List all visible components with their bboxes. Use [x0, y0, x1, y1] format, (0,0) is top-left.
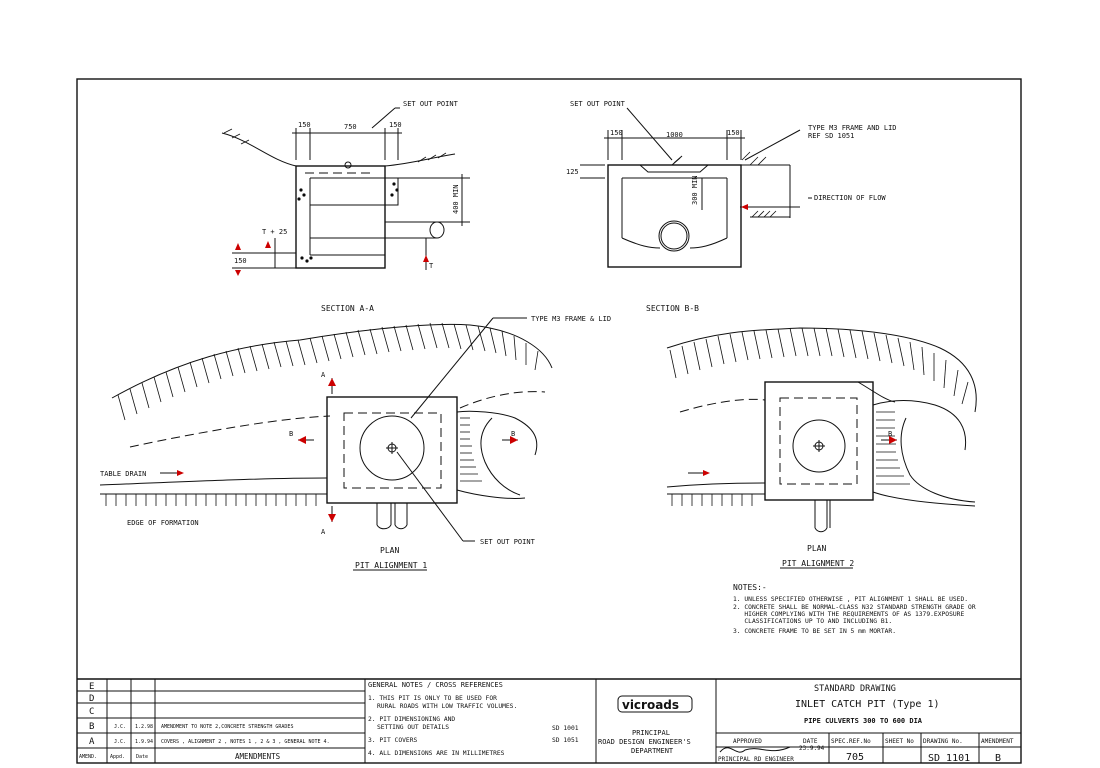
general-note: RURAL ROADS WITH LOW TRAFFIC VOLUMES. — [377, 703, 517, 710]
drawing-title: INLET CATCH PIT (Type 1) — [795, 699, 940, 710]
standard-drawing-label: STANDARD DRAWING — [814, 684, 896, 694]
general-note: 4. ALL DIMENSIONS ARE IN MILLIMETRES — [368, 750, 505, 757]
general-note: 2. PIT DIMENSIONING AND — [368, 716, 455, 723]
general-note-ref: SD 1001 — [552, 725, 579, 732]
section-marker: B — [888, 430, 892, 438]
approved-role: PRINCIPAL RD ENGINEER — [718, 756, 794, 763]
note-line: 1. UNLESS SPECIFIED OTHERWISE , PIT ALIG… — [733, 596, 968, 603]
amend-appd: J.C. — [114, 724, 126, 730]
dim-label: 150 — [234, 257, 247, 265]
drawing-no-value: SD 1101 — [928, 753, 970, 764]
dim-label: 150 — [389, 121, 402, 129]
dim-label: 150 — [298, 121, 311, 129]
dept-line: ROAD DESIGN ENGINEER'S — [598, 738, 691, 746]
title-block — [77, 678, 1021, 763]
general-notes-heading: GENERAL NOTES / CROSS REFERENCES — [368, 681, 503, 689]
sheet-no-label: SHEET No — [885, 738, 914, 745]
drawing-no-label: DRAWING No. — [923, 738, 963, 745]
section-marker: A — [321, 371, 326, 379]
frame-label: TYPE M3 FRAME AND LID — [808, 124, 897, 132]
dim-label: 300 MIN — [691, 175, 699, 205]
notes-heading: NOTES:- — [733, 583, 767, 592]
amend-text: AMENDMENT TO NOTE 2,CONCRETE STRENGTH GR… — [161, 724, 293, 730]
amend-text: COVERS , ALIGNMENT 2 , NOTES 1 , 2 & 3 ,… — [161, 739, 330, 745]
note-line: CLASSIFICATIONS UP TO AND INCLUDING B1. — [733, 618, 892, 625]
spec-ref-value: 705 — [846, 752, 864, 763]
vicroads-logo — [617, 695, 693, 713]
drawing-subtitle: PIPE CULVERTS 300 TO 600 DIA — [804, 717, 923, 725]
amend-letter: C — [89, 707, 94, 717]
amend-col-header: AMEND. — [79, 754, 97, 760]
date-col-header: Date — [136, 754, 148, 760]
flow-label: DIRECTION OF FLOW — [814, 194, 886, 202]
note-line: 3. CONCRETE FRAME TO BE SET IN 5 mm MORT… — [733, 628, 896, 635]
general-note-ref: SD 1051 — [552, 737, 579, 744]
general-note: 1. THIS PIT IS ONLY TO BE USED FOR — [368, 695, 497, 702]
amend-letter: E — [89, 682, 94, 692]
signature — [719, 746, 791, 753]
dim-label: T + 25 — [262, 228, 287, 236]
dim-label: 1000 — [666, 131, 683, 139]
section-b-b — [580, 107, 812, 268]
dim-label: 400 MIN — [452, 184, 460, 214]
table-drain-label: TABLE DRAIN — [100, 470, 146, 478]
amendments-header: AMENDMENTS — [235, 752, 281, 761]
plan-pit-alignment-1 — [99, 317, 553, 571]
plan1-label: PLAN — [380, 546, 399, 555]
amend-letter: A — [89, 737, 95, 747]
dim-label: 125 — [566, 168, 579, 176]
section-b-set-out-label: SET OUT POINT — [570, 100, 626, 108]
amend-date: 1.9.94 — [135, 739, 153, 745]
amend-appd: J.C. — [114, 739, 126, 745]
amendment-value: B — [995, 753, 1001, 764]
amend-letter: B — [89, 722, 94, 732]
date-label: DATE — [803, 738, 818, 745]
dept-line: PRINCIPAL — [632, 729, 670, 737]
section-a-a — [221, 107, 470, 276]
appd-col-header: Appd. — [110, 754, 125, 760]
dim-label: 150 — [727, 129, 740, 137]
plan1-alignment-label: PIT ALIGNMENT 1 — [355, 561, 427, 570]
amendment-label: AMENDMENT — [981, 738, 1014, 745]
approved-label: APPROVED — [733, 738, 762, 745]
plan1-frame-label: TYPE M3 FRAME & LID — [531, 315, 611, 323]
amend-date: 1.2.98 — [135, 724, 153, 730]
section-marker: B — [511, 430, 515, 438]
section-a-set-out-label: SET OUT POINT — [403, 100, 459, 108]
dept-line: DEPARTMENT — [631, 747, 674, 755]
plan-pit-alignment-2 — [666, 327, 977, 569]
dim-label: 150 — [610, 129, 623, 137]
section-a-title: SECTION A-A — [321, 304, 374, 313]
frame-ref-label: REF SD 1051 — [808, 132, 854, 140]
section-b-title: SECTION B-B — [646, 304, 699, 313]
plan2-label: PLAN — [807, 544, 826, 553]
general-note: SETTING OUT DETAILS — [377, 724, 449, 731]
section-marker: A — [321, 528, 326, 536]
general-note: 3. PIT COVERS — [368, 737, 417, 744]
dim-label: T — [429, 262, 434, 270]
amend-letter: D — [89, 694, 94, 704]
note-line: HIGHER COMPLYING WITH THE REQUIREMENTS O… — [733, 611, 964, 618]
sheet-border — [76, 78, 1022, 764]
section-marker: B — [289, 430, 293, 438]
dim-label: 750 — [344, 123, 357, 131]
note-line: 2. CONCRETE SHALL BE NORMAL-CLASS N32 ST… — [733, 604, 976, 611]
plan1-set-out-label: SET OUT POINT — [480, 538, 536, 546]
approved-date: 23.9.94 — [799, 745, 825, 752]
edge-of-formation-label: EDGE OF FORMATION — [127, 519, 199, 527]
vicroads-logo-text: vicroads — [622, 698, 679, 712]
spec-ref-label: SPEC.REF.No — [831, 738, 871, 745]
plan2-alignment-label: PIT ALIGNMENT 2 — [782, 559, 854, 568]
